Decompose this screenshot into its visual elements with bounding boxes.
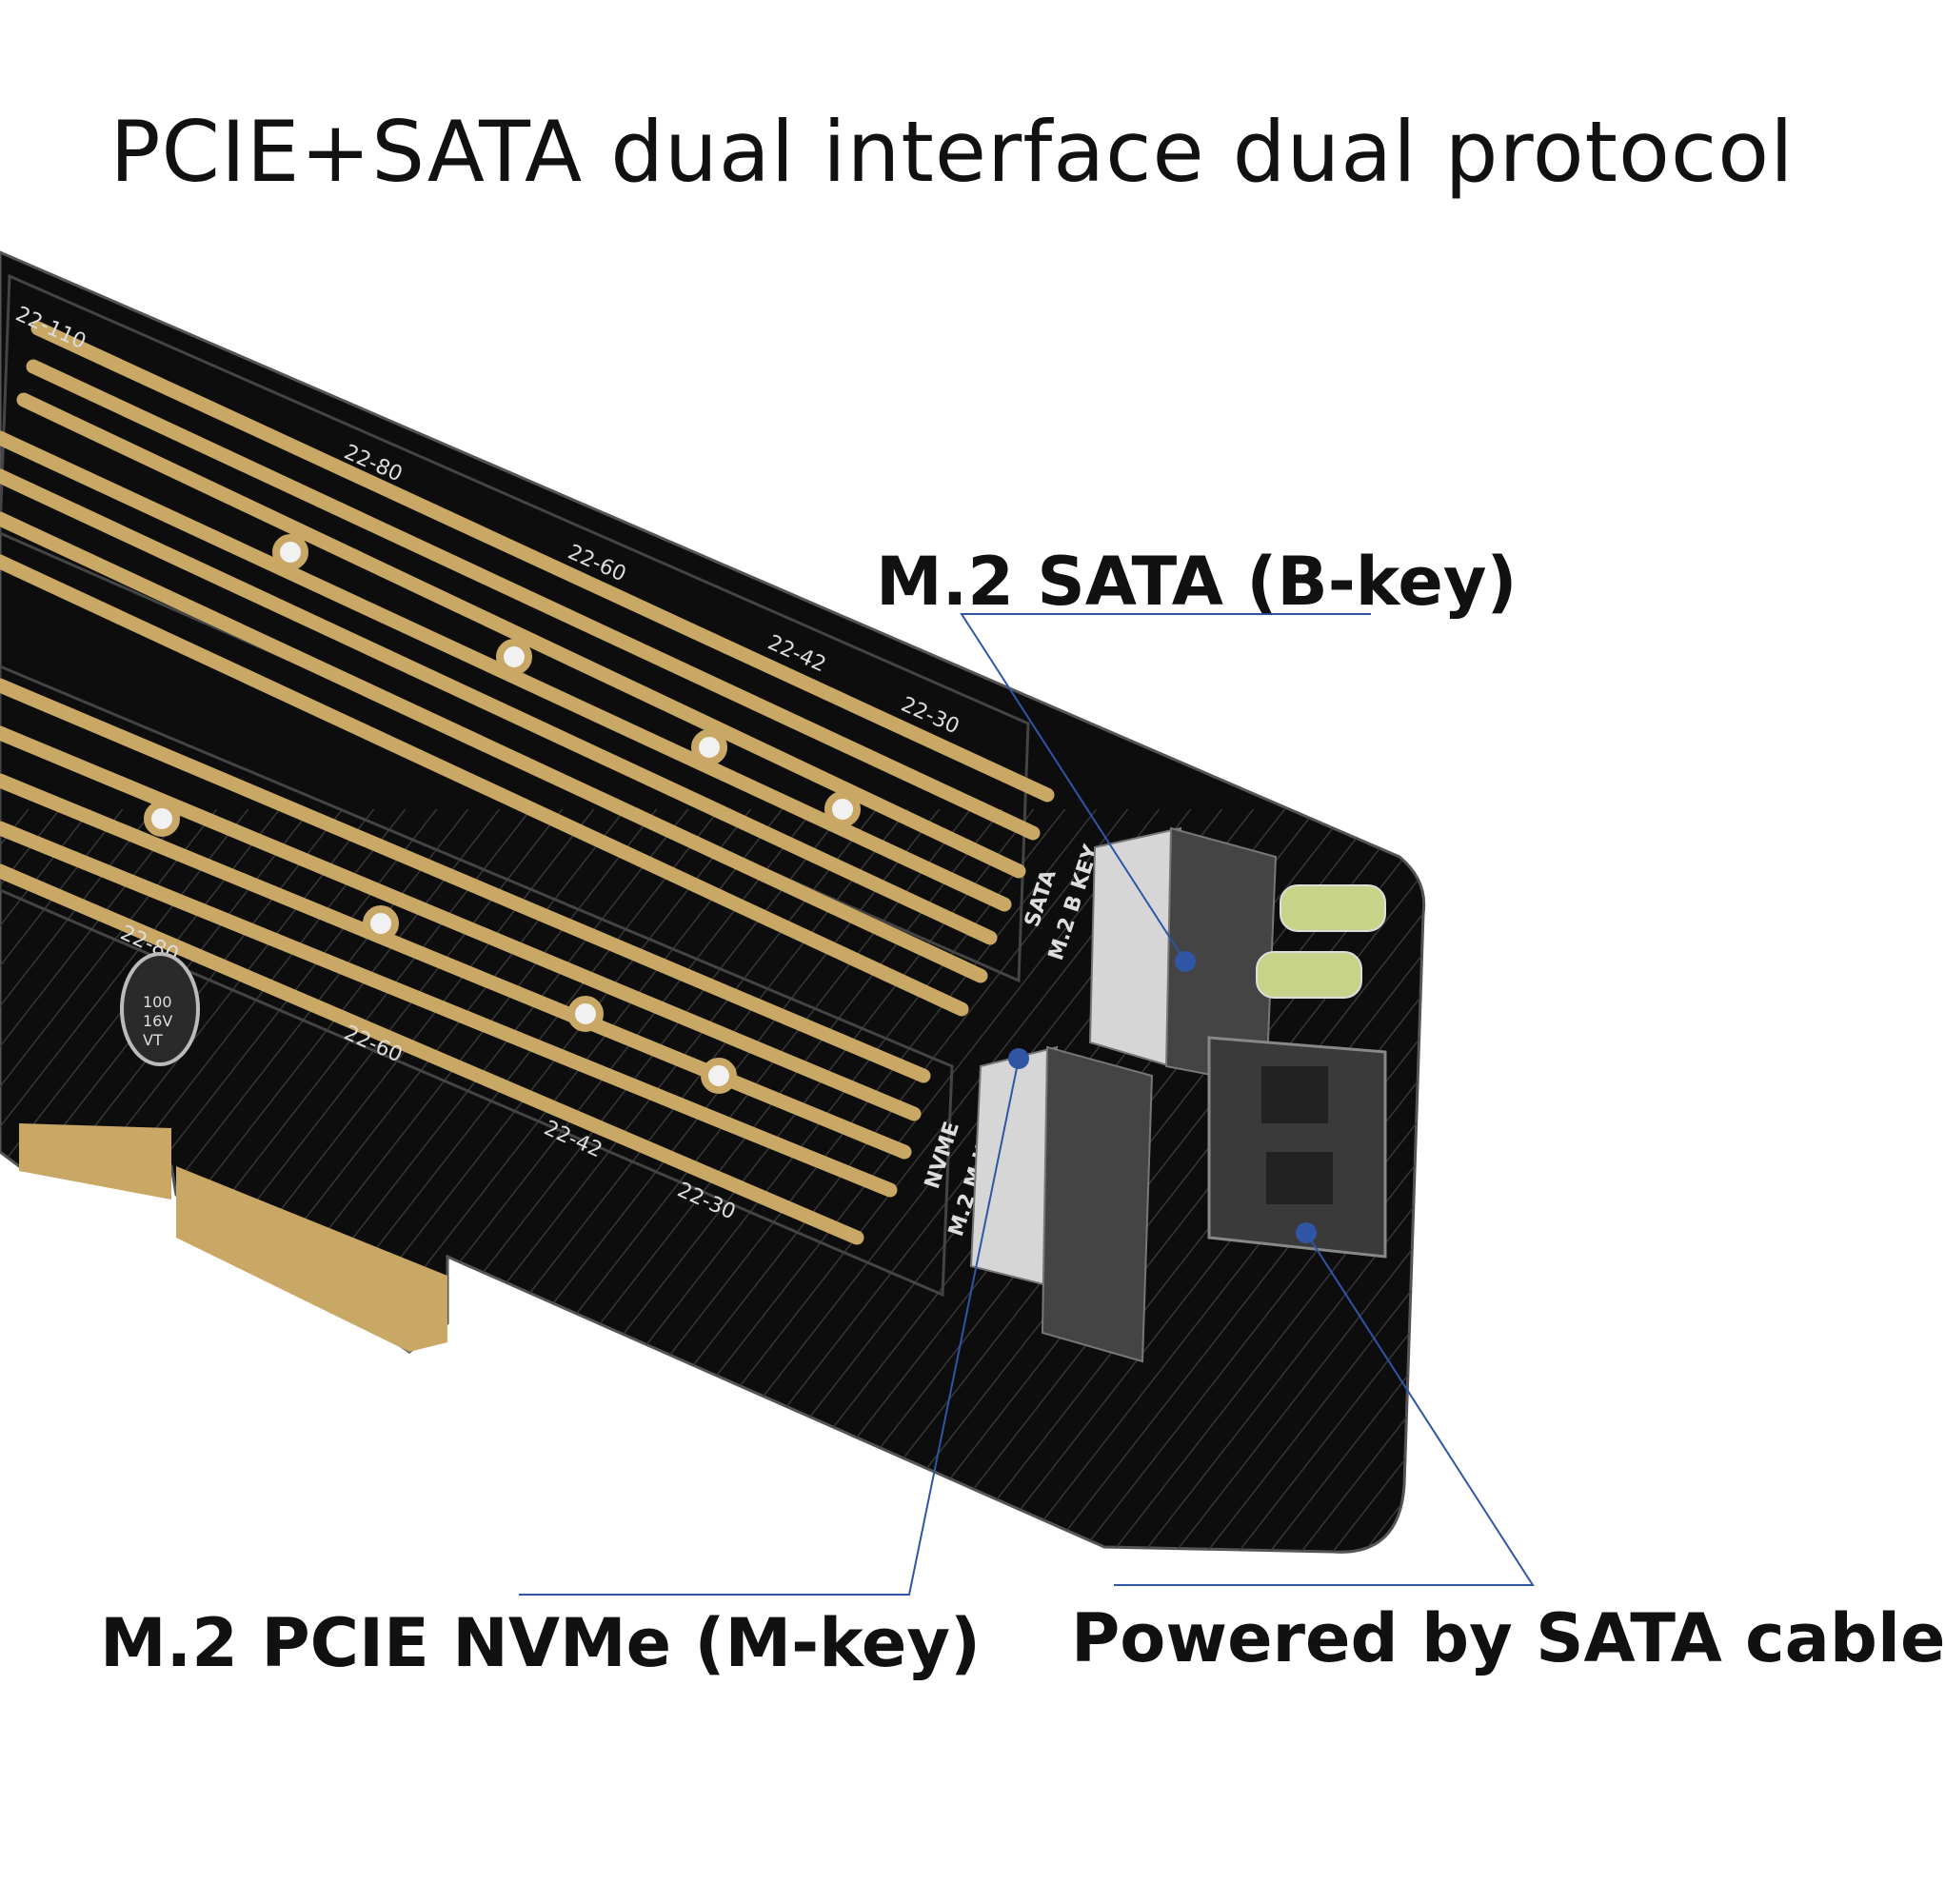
page-title: PCIE+SATA dual interface dual protocol bbox=[109, 103, 1795, 201]
capacitor-label: 100 bbox=[143, 993, 172, 1011]
lower-slot-traces bbox=[0, 678, 931, 1245]
upper-slot-traces bbox=[0, 321, 1055, 1017]
m2-b-key-connector bbox=[1088, 826, 1278, 1087]
callout-dots bbox=[1008, 951, 1317, 1243]
m2-m-key-connector bbox=[969, 1045, 1154, 1363]
callout-m2-nvme: M.2 PCIE NVMe (M-key) bbox=[100, 1604, 981, 1682]
capacitor: 100 16V VT bbox=[120, 952, 200, 1066]
capacitor-label: VT bbox=[143, 1031, 163, 1049]
pcie-gold-fingers bbox=[19, 1123, 447, 1352]
mounting-holes bbox=[144, 534, 861, 1094]
callout-sata-power: Powered by SATA cable bbox=[1071, 1599, 1945, 1677]
led-indicators bbox=[1256, 884, 1386, 999]
callout-m2-sata: M.2 SATA (B-key) bbox=[876, 543, 1518, 621]
callout-lines bbox=[519, 613, 1535, 1596]
pcie-adapter-card-photo: 22-110 22-80 22-60 22-42 22-30 22-80 22-… bbox=[0, 250, 1535, 1596]
sata-power-connector bbox=[1207, 1036, 1387, 1259]
capacitor-label: 16V bbox=[143, 1012, 172, 1030]
